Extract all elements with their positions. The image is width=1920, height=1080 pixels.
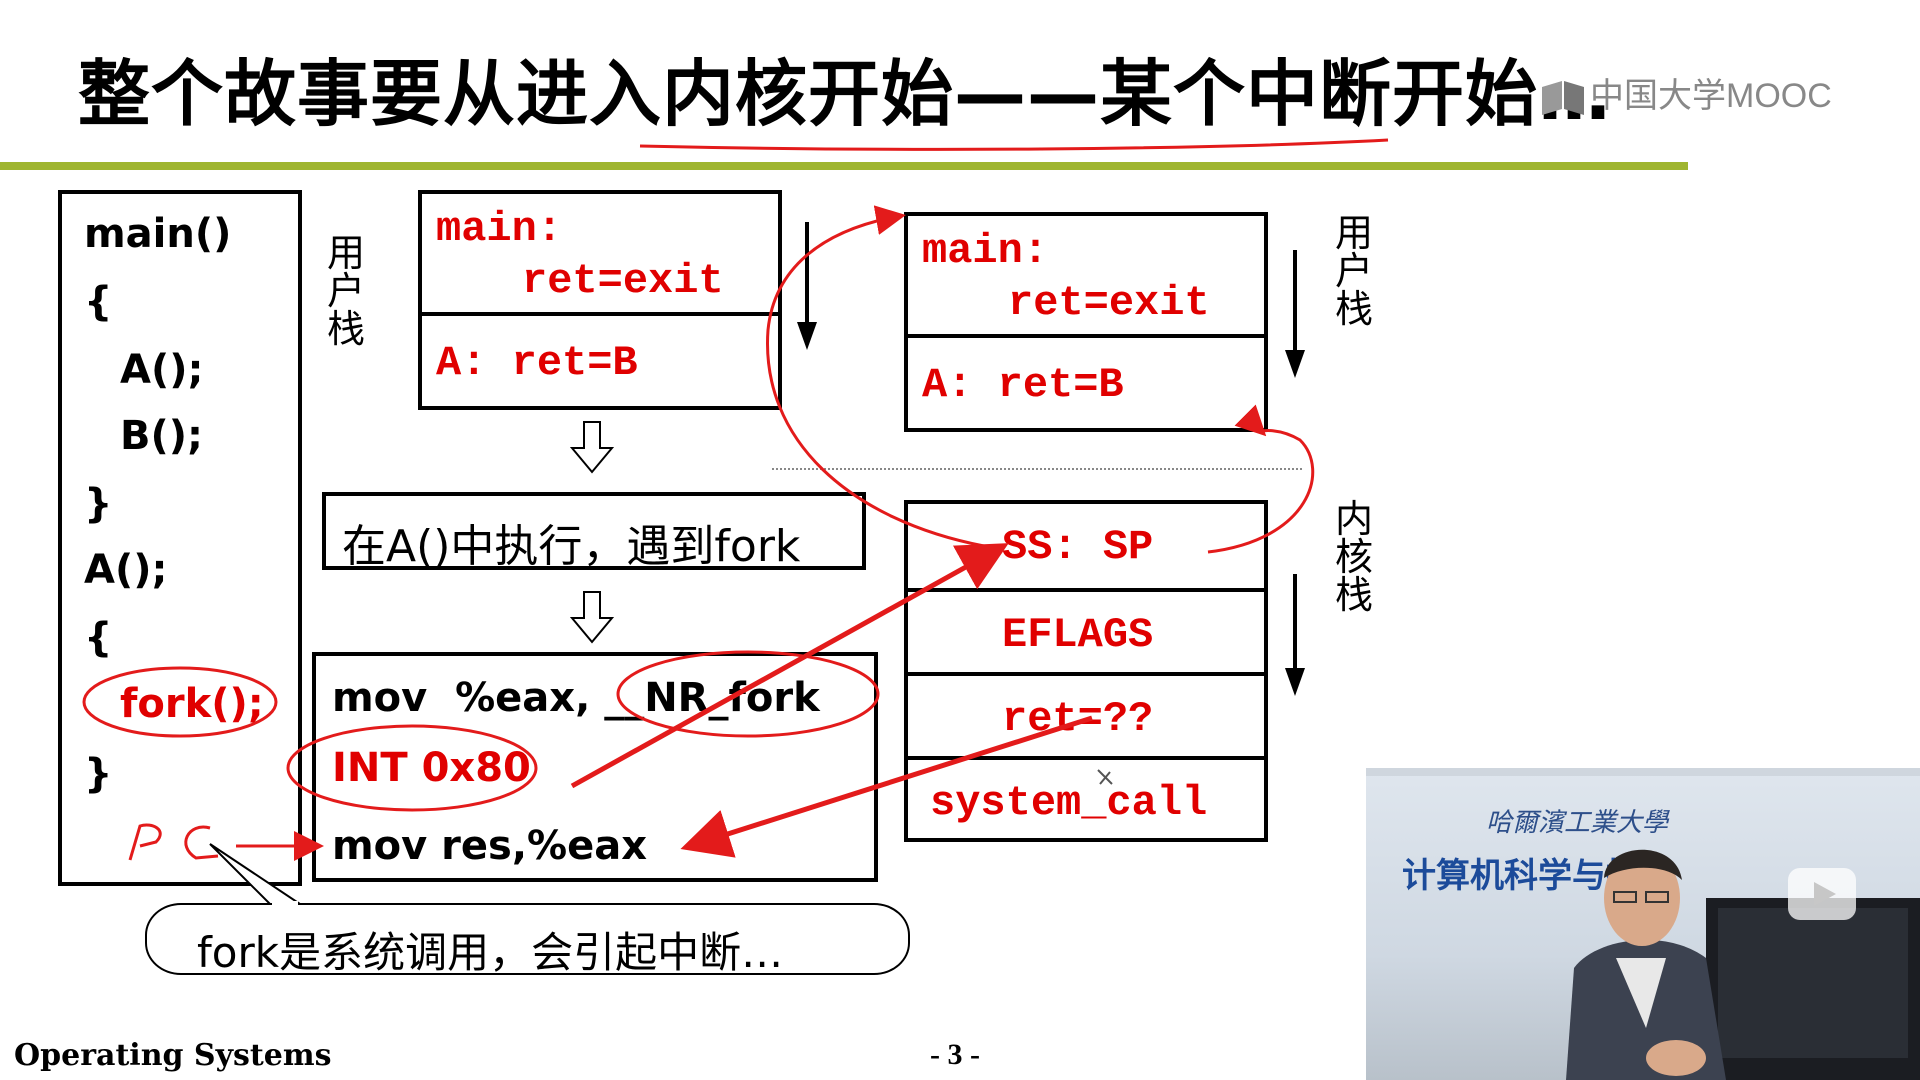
- exec-description-text: 在A()中执行，遇到fork: [342, 521, 801, 572]
- title-rule: [0, 162, 1688, 170]
- flow-down-arrow-icon: [570, 591, 614, 644]
- exec-description-box: 在A()中执行，遇到fork: [322, 492, 866, 572]
- flow-down-arrow-icon: [570, 421, 614, 474]
- stack-growth-arrow: [1285, 574, 1305, 696]
- user-stack-left: main: ret=exit A: ret=B: [418, 190, 782, 410]
- code-line: A();: [84, 547, 168, 593]
- code-line: A();: [120, 347, 204, 393]
- user-stack-label-text: 用户栈: [326, 231, 365, 351]
- ss-sp-return-annotation: [1207, 404, 1315, 554]
- code-line: {: [84, 615, 113, 661]
- stack-growth-arrow: [1285, 250, 1305, 378]
- book-logo-icon: [1542, 81, 1584, 116]
- kernel-stack-label-text: 内核栈: [1334, 497, 1373, 617]
- int-circle-annotation: [286, 724, 538, 812]
- slide-title: 整个故事要从进入内核开始——某个中断开始…: [78, 52, 1612, 136]
- fork-circle-annotation: [82, 666, 278, 738]
- footer-course-name: Operating Systems: [14, 1038, 332, 1073]
- kernel-stack: SS: SP EFLAGS ret=?? system_call: [904, 500, 1268, 842]
- stack-main-ret: ret=exit: [522, 257, 724, 305]
- user-stack-label: 用户栈: [326, 234, 366, 348]
- stack-a-ret: A: ret=B: [436, 339, 638, 387]
- stack-main-ret: ret=exit: [1008, 279, 1210, 327]
- stack-main-label: main:: [922, 227, 1049, 275]
- code-line: }: [84, 751, 113, 797]
- asm-line-mov-res: mov res,%eax: [332, 823, 648, 869]
- code-line: B();: [120, 413, 204, 459]
- footer-page-number: - 3 -: [930, 1038, 980, 1071]
- user-stack-label-text: 用户栈: [1334, 211, 1373, 331]
- stack-a-ret: A: ret=B: [922, 361, 1124, 409]
- title-underline-annotation: [639, 138, 1389, 151]
- asm-line-int: INT 0x80: [332, 745, 531, 791]
- play-button-icon[interactable]: [1786, 866, 1858, 922]
- kernel-stack-ss-sp: SS: SP: [1002, 523, 1154, 571]
- asm-line-mov-eax: mov %eax, __NR_fork: [332, 675, 820, 721]
- callout-text: fork是系统调用，会引起中断…: [197, 928, 784, 977]
- callout-bubble: fork是系统调用，会引起中断…: [145, 903, 910, 977]
- int-to-kernel-arrow-annotation: [570, 543, 1009, 789]
- pc-label-annotation: [128, 823, 219, 861]
- banner-text: 计算机科学与技: [1402, 856, 1640, 896]
- mooc-logo: 中国大学MOOC: [1540, 68, 1832, 117]
- kernel-stack-system-call: system_call: [930, 779, 1208, 827]
- callout-tail: [209, 843, 304, 905]
- lecturer-video[interactable]: 哈爾濱工業大學 计算机科学与技: [1366, 768, 1920, 1080]
- cursor-pen-icon: [1097, 769, 1113, 785]
- lecturer-figure: [1366, 768, 1920, 1080]
- stack-main-label: main:: [436, 205, 563, 253]
- fork-call-line: fork();: [120, 681, 264, 727]
- assembly-box: mov %eax, __NR_fork INT 0x80 mov res,%ea…: [312, 652, 878, 882]
- kernel-stack-eflags: EFLAGS: [1002, 611, 1154, 659]
- stack-growth-arrow: [797, 222, 817, 350]
- ss-sp-to-user-stack-annotation: [766, 205, 985, 548]
- code-line: }: [84, 481, 113, 527]
- code-line: {: [84, 279, 113, 325]
- user-stack-label: 用户栈: [1334, 214, 1374, 328]
- school-name-text: 哈爾濱工業大學: [1486, 808, 1669, 838]
- nr-fork-circle-annotation: [616, 650, 880, 738]
- kernel-stack-ret: ret=??: [1002, 695, 1154, 743]
- kernel-stack-label: 内核栈: [1334, 500, 1374, 614]
- user-stack-right: main: ret=exit A: ret=B: [904, 212, 1268, 432]
- ret-to-mov-res-arrow-annotation: [680, 715, 1093, 858]
- logo-text: 中国大学MOOC: [1590, 77, 1832, 115]
- code-line: main(): [84, 211, 232, 257]
- user-kernel-separator: [772, 468, 1302, 470]
- source-code-box: main() { A(); B(); } A(); { fork(); }: [58, 190, 302, 886]
